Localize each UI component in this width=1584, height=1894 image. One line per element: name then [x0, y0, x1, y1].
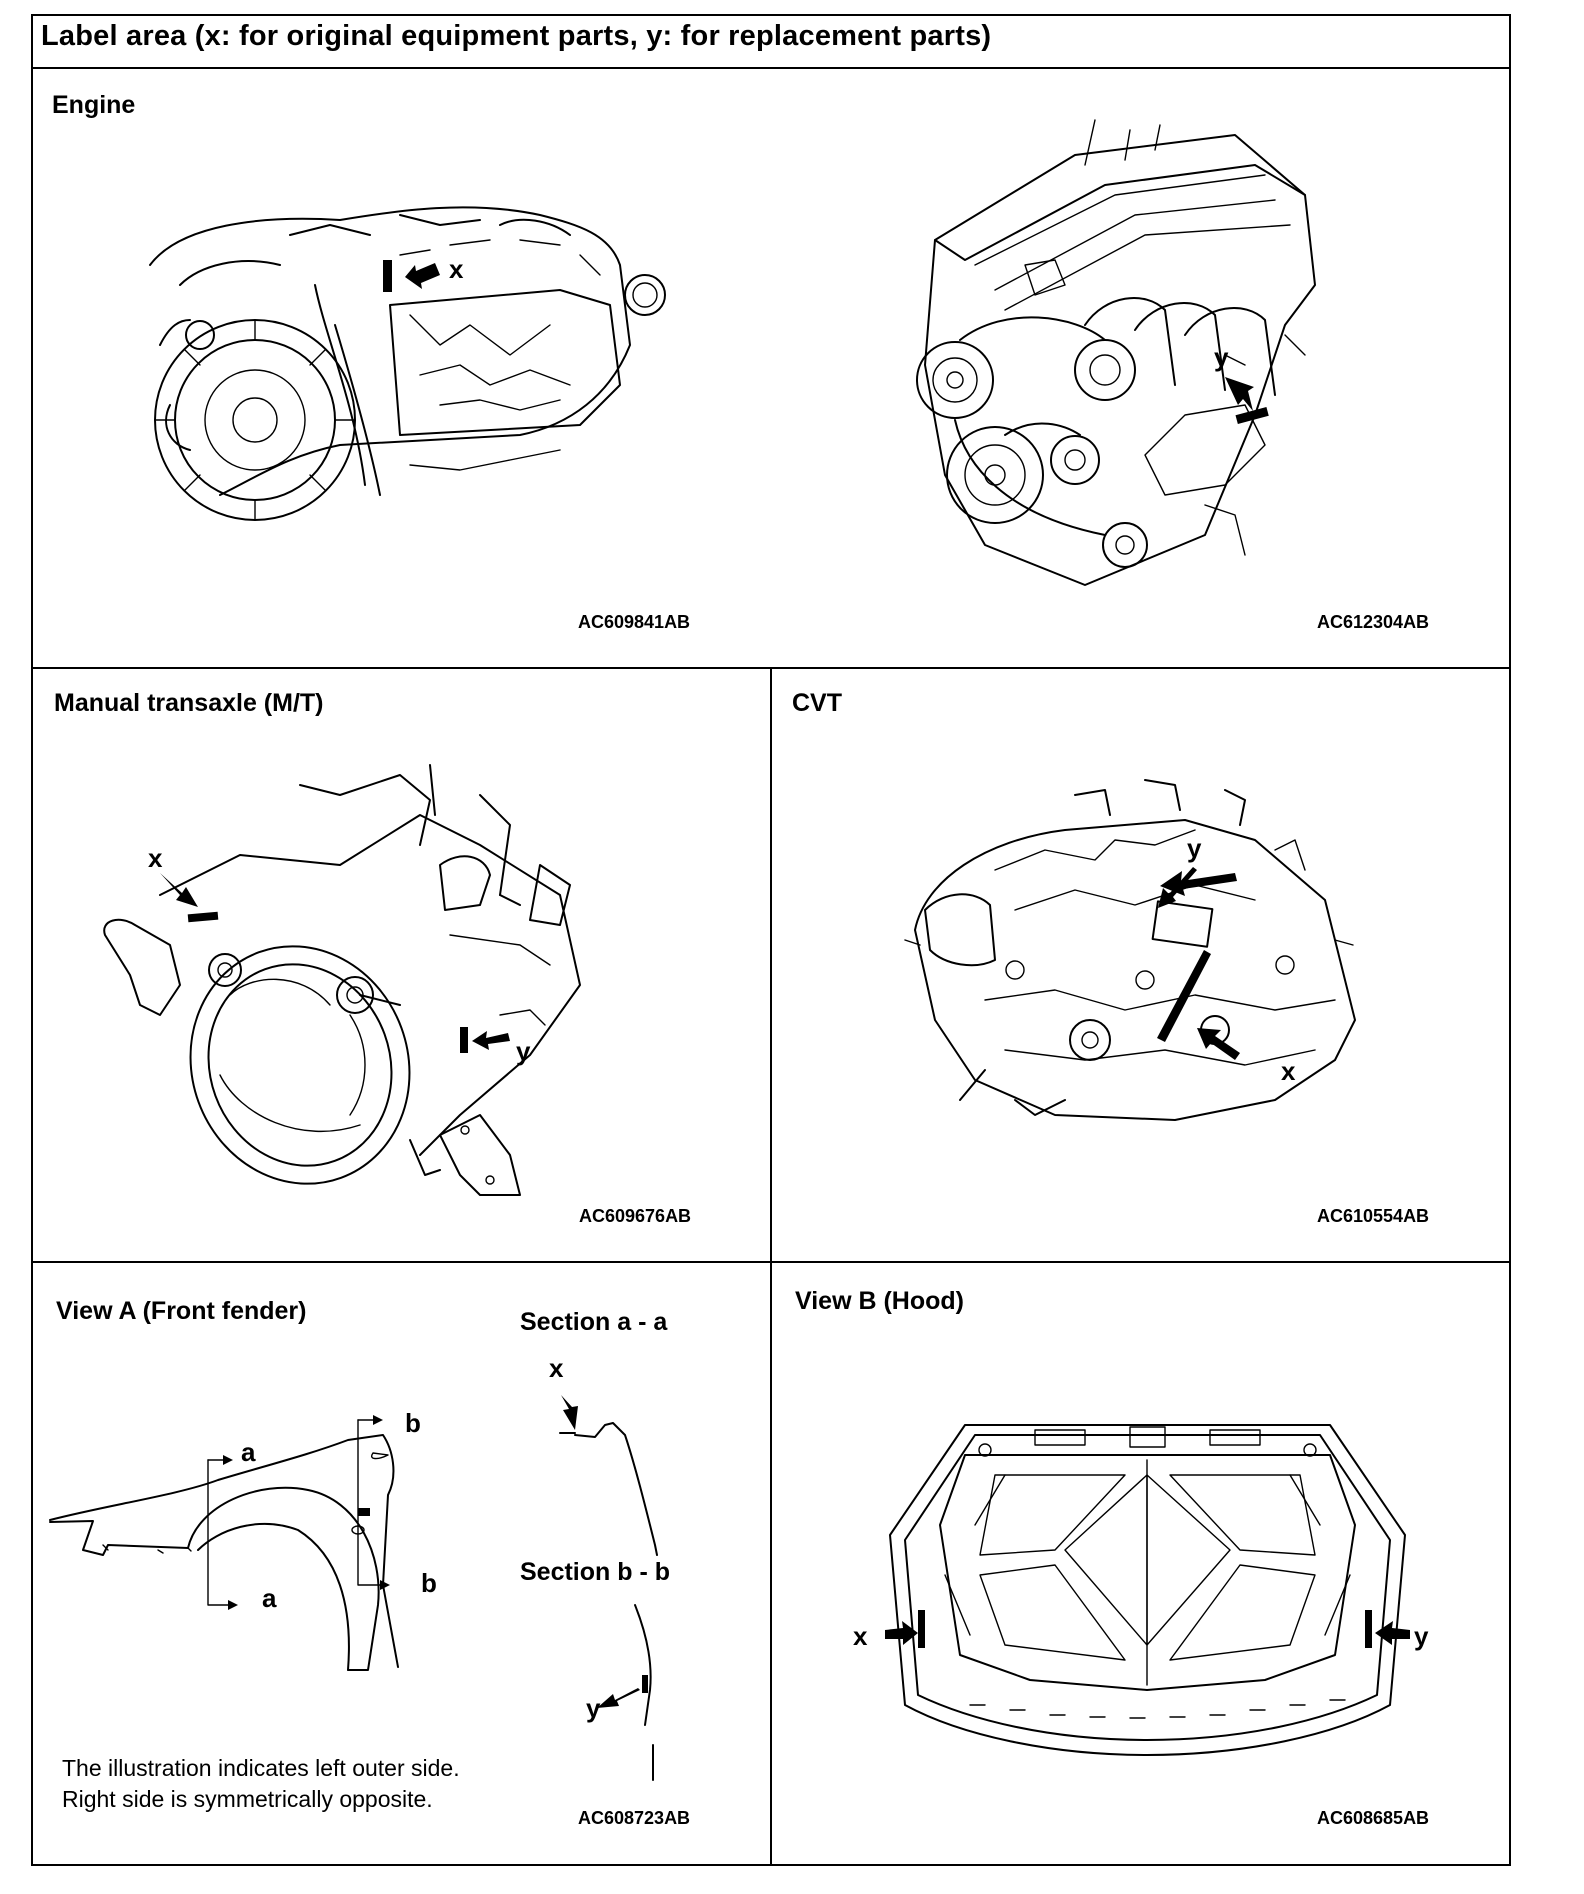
view-a-figure-code: AC608723AB: [578, 1808, 691, 1828]
hood-label-x: x: [853, 1621, 868, 1651]
manual-transaxle-label-x: x: [148, 843, 163, 873]
fender-label-a-bottom: a: [262, 1583, 277, 1613]
view-b-title: View B (Hood): [795, 1287, 964, 1315]
cvt-label-x: x: [1281, 1056, 1296, 1086]
engine-right-figure-code: AC612304AB: [1317, 612, 1430, 632]
engine-right-illustration: [905, 115, 1330, 600]
page-title: Label area (x: for original equipment pa…: [41, 20, 992, 52]
view-b-figure-code: AC608685AB: [1317, 1808, 1430, 1828]
manual-transaxle-illustration: [100, 755, 590, 1196]
engine-left-label-x: x: [449, 254, 464, 284]
cvt-illustration: [895, 770, 1360, 1125]
section-aa-title: Section a - a: [520, 1308, 668, 1336]
fender-label-b-bottom: b: [421, 1568, 437, 1598]
fender-label-a-top: a: [241, 1437, 256, 1467]
section-bb-title: Section b - b: [520, 1558, 670, 1586]
engine-title: Engine: [52, 91, 136, 119]
engine-left-figure-code: AC609841AB: [578, 612, 691, 632]
manual-transaxle-label-y: y: [516, 1036, 531, 1066]
label-area-table: Label area (x: for original equipment pa…: [31, 14, 1511, 1866]
section-bb-label-y: y: [586, 1693, 601, 1723]
view-a-title: View A (Front fender): [56, 1297, 307, 1325]
symmetry-note-line-2: Right side is symmetrically opposite.: [62, 1786, 433, 1812]
column-divider: [770, 667, 772, 1866]
manual-transaxle-title: Manual transaxle (M/T): [54, 689, 324, 717]
table-header: Label area (x: for original equipment pa…: [33, 16, 1509, 69]
hood-illustration: [885, 1415, 1410, 1760]
fender-label-b-top: b: [405, 1408, 421, 1438]
engine-right-label-y: y: [1214, 342, 1229, 372]
section-bb-illustration: [585, 1600, 665, 1785]
cvt-figure-code: AC610554AB: [1317, 1206, 1430, 1226]
cvt-title: CVT: [792, 689, 842, 717]
engine-left-illustration: [140, 195, 666, 540]
section-aa-label-x: x: [549, 1353, 564, 1383]
section-aa-illustration: [555, 1385, 685, 1560]
front-fender-illustration: [48, 1405, 433, 1675]
manual-transaxle-figure-code: AC609676AB: [579, 1206, 692, 1226]
cvt-label-y: y: [1187, 833, 1202, 863]
hood-label-y: y: [1414, 1621, 1429, 1651]
symmetry-note-line-1: The illustration indicates left outer si…: [62, 1755, 460, 1781]
